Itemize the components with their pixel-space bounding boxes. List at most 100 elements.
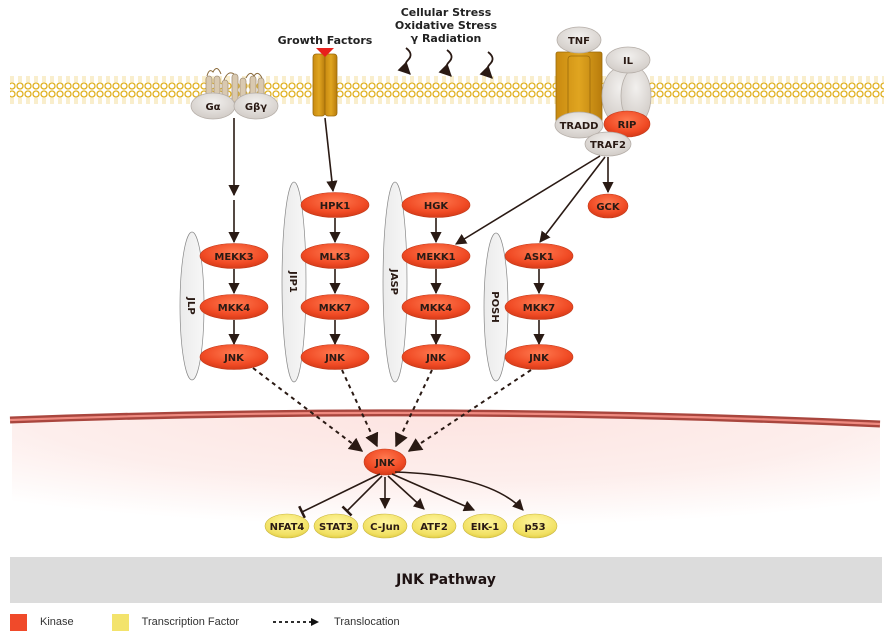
- g-beta-gamma: [233, 92, 279, 120]
- kinase-col3-mkk4-shape: [401, 294, 471, 320]
- kinase-col4-ask1: ASK1: [504, 243, 574, 269]
- kinase-col3-hgk-label: HGK: [424, 201, 450, 212]
- stress-arrow-2: [438, 49, 453, 77]
- kinase-gck-shape: [587, 193, 629, 219]
- kinase-col2-mlk3: MLK3: [300, 243, 370, 269]
- nucleus-region: [12, 413, 880, 555]
- kinase-swatch-icon: [10, 613, 27, 631]
- traf2: [584, 131, 632, 157]
- kinase-col1-mekk3: MEKK3: [199, 243, 269, 269]
- kinase-col1-mekk3-label: MEKK3: [214, 252, 253, 263]
- tf-eik1: EIK-1: [462, 513, 508, 539]
- legend-kinase-label: Kinase: [40, 616, 74, 628]
- tnf: [556, 26, 602, 54]
- tf-nfat4-shape: [264, 513, 310, 539]
- kinase-col3-jnk: JNK: [401, 344, 471, 370]
- kinase-col2-mlk3-label: MLK3: [319, 252, 350, 263]
- kinase-col2-mlk3-shape: [300, 243, 370, 269]
- legend-transcription-factor: Transcription Factor: [111, 613, 240, 631]
- kinase-gck: GCK: [587, 193, 629, 219]
- edge-jnk-p53: [394, 471, 524, 511]
- edge-jnk-atf2: [387, 475, 425, 510]
- kinase-col4-jnk-shape: [504, 344, 574, 370]
- kinase-nuclear-jnk-label: JNK: [374, 458, 396, 469]
- stress-arrow-1: [397, 47, 412, 75]
- tf-atf2-shape: [411, 513, 457, 539]
- tradd-label: TRADD: [560, 121, 599, 132]
- kinase-nuclear-jnk-shape: [363, 448, 407, 476]
- tf-stat3-label: STAT3: [319, 522, 353, 533]
- translocation-arrow-4: [407, 369, 532, 452]
- tf-nfat4-label: NFAT4: [270, 522, 305, 533]
- kinase-col1-mkk4-shape: [199, 294, 269, 320]
- arrow-traf2-to-mekk1: [455, 155, 601, 245]
- edge-jnk-stat3: [341, 475, 383, 517]
- legend-kinase: Kinase: [10, 613, 74, 631]
- stress-arrow-3: [479, 51, 494, 79]
- g-alpha-label: Gα: [205, 102, 220, 113]
- arrow-gfr-to-hpk1: [324, 117, 338, 193]
- kinase-col3-hgk-shape: [401, 192, 471, 218]
- kinase-col3-mekk1: MEKK1: [401, 243, 471, 269]
- kinase-col2-jnk-shape: [300, 344, 370, 370]
- stress-label-3: γ Radiation: [411, 32, 482, 45]
- legend: Kinase Transcription Factor Translocatio…: [10, 611, 434, 633]
- legend-translocation: Translocation: [273, 616, 400, 628]
- il-label: IL: [623, 56, 634, 67]
- kinase-col4-mkk7: MKK7: [504, 294, 574, 320]
- transcription-factor-swatch-icon: [111, 613, 129, 631]
- tf-stat3-shape: [313, 513, 359, 539]
- scaffold-jip1-label: JIP1: [287, 270, 298, 293]
- kinase-col2-hpk1: HPK1: [300, 192, 370, 218]
- arrow-traf2-to-ask1: [539, 156, 606, 243]
- tf-eik1-label: EIK-1: [471, 522, 500, 533]
- page-title: JNK Pathway: [396, 572, 496, 588]
- tf-atf2-label: ATF2: [420, 522, 448, 533]
- title-bar: JNK Pathway: [10, 557, 882, 603]
- translocation-arrows: [252, 367, 532, 452]
- scaffold-jip1: [281, 181, 307, 383]
- kinase-col3-mekk1-shape: [401, 243, 471, 269]
- kinase-nodes: MEKK3MKK4JNKHPK1MLK3MKK7JNKHGKMEKK1MKK4J…: [199, 192, 629, 476]
- kinase-col1-jnk-shape: [199, 344, 269, 370]
- g-beta-gamma-label: Gβγ: [245, 102, 267, 113]
- stress-label-1: Cellular Stress: [401, 6, 492, 19]
- edge-jnk-eik1: [391, 473, 476, 512]
- tnf-label: TNF: [568, 36, 590, 47]
- stress-label-2: Oxidative Stress: [395, 19, 498, 32]
- kinase-col4-jnk-label: JNK: [528, 353, 550, 364]
- translocation-arrow-1: [252, 367, 364, 452]
- growth-factor-ligand-icon: [316, 48, 334, 57]
- kinase-col2-hpk1-shape: [300, 192, 370, 218]
- tf-p53-label: p53: [524, 522, 545, 533]
- kinase-col3-jnk-shape: [401, 344, 471, 370]
- tf-atf2: ATF2: [411, 513, 457, 539]
- stress-arrows: [397, 47, 494, 79]
- kinase-nuclear-jnk: JNK: [363, 448, 407, 476]
- growth-factor-receptor: [312, 48, 338, 117]
- tf-cjun-shape: [362, 513, 408, 539]
- kinase-col3-mekk1-label: MEKK1: [416, 252, 455, 263]
- kinase-col1-jnk-label: JNK: [223, 353, 245, 364]
- kinase-col2-mkk7-shape: [300, 294, 370, 320]
- kinase-col3-jnk-label: JNK: [425, 353, 447, 364]
- tf-p53: p53: [512, 513, 558, 539]
- kinase-col1-jnk: JNK: [199, 344, 269, 370]
- kinase-col2-mkk7: MKK7: [300, 294, 370, 320]
- legend-transcription-factor-label: Transcription Factor: [141, 616, 240, 628]
- kinase-col4-ask1-label: ASK1: [524, 252, 554, 263]
- edge-jnk-nfat4: [298, 473, 381, 519]
- kinase-col3-mkk4-label: MKK4: [420, 303, 452, 314]
- growth-factors-label: Growth Factors: [278, 34, 373, 47]
- kinase-col4-jnk: JNK: [504, 344, 574, 370]
- signaling-arrows: [228, 117, 614, 346]
- tf-nfat4: NFAT4: [264, 513, 310, 539]
- tradd: [554, 111, 604, 139]
- kinase-col2-mkk7-label: MKK7: [319, 303, 351, 314]
- kinase-col3-hgk: HGK: [401, 192, 471, 218]
- scaffolds: JLP JIP1 JASP POSH: [179, 181, 509, 383]
- tf-p53-shape: [512, 513, 558, 539]
- kinase-col2-jnk-label: JNK: [324, 353, 346, 364]
